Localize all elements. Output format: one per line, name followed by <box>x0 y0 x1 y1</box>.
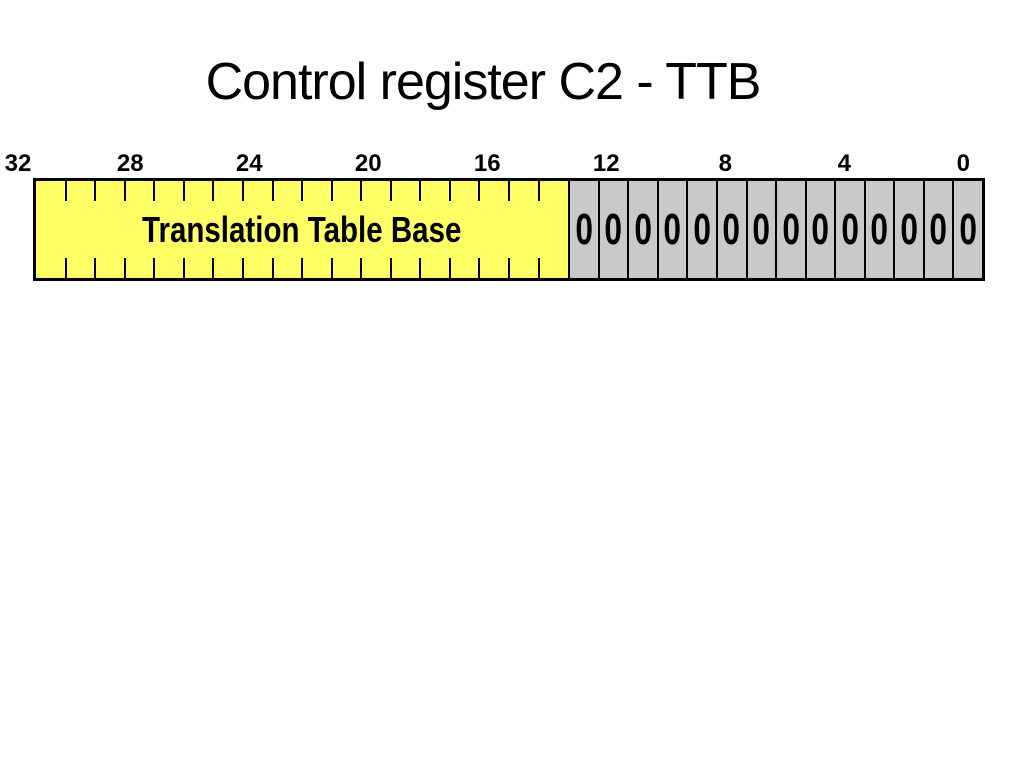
tick-mark <box>153 181 156 201</box>
bit-scale-label: 28 <box>116 150 144 177</box>
tick-mark <box>478 258 481 278</box>
bit-scale-label: 4 <box>837 150 851 177</box>
bit-cell-value: 0 <box>959 204 978 254</box>
tick-mark <box>123 258 126 278</box>
bit-cell-value: 0 <box>900 204 918 254</box>
tick-mark <box>94 258 97 278</box>
bit-scale: 32 28 24 20 16 12 8 4 0 <box>0 0 1024 178</box>
tick-mark <box>64 181 67 201</box>
bit-cell-value: 0 <box>663 204 682 254</box>
bit-cell-value: 0 <box>929 204 948 254</box>
bit-cell-value: 0 <box>604 204 623 254</box>
tick-mark <box>389 181 392 201</box>
bit-cell: 0 <box>597 181 628 278</box>
tick-mark <box>241 258 244 278</box>
bit-cell-value: 0 <box>782 204 800 254</box>
tick-mark <box>212 258 215 278</box>
bit-cell-value: 0 <box>575 204 593 254</box>
bit-cell-value: 0 <box>811 204 830 254</box>
bit-cell-value: 0 <box>870 204 889 254</box>
tick-mark <box>419 181 422 201</box>
bit-cell-value: 0 <box>841 204 859 254</box>
bit-cell: 0 <box>863 181 894 278</box>
tick-mark <box>360 258 363 278</box>
bit-cell: 0 <box>715 181 746 278</box>
tick-mark <box>94 181 97 201</box>
tick-mark <box>419 258 422 278</box>
page-title: Control register C2 - TTB <box>205 53 762 111</box>
bit-cell: 0 <box>627 181 657 278</box>
tick-mark <box>301 181 304 201</box>
bit-cell: 0 <box>686 181 716 278</box>
tick-mark <box>478 181 481 201</box>
tick-mark <box>182 258 185 278</box>
bit-cell-value: 0 <box>722 204 741 254</box>
bit-cell: 0 <box>745 181 776 278</box>
tick-mark <box>153 258 156 278</box>
bit-cell: 0 <box>568 181 598 278</box>
tick-mark <box>271 181 274 201</box>
bit-cell: 0 <box>893 181 923 278</box>
field-label: Translation Table Base <box>142 208 462 250</box>
tick-mark <box>389 258 392 278</box>
bit-cell: 0 <box>922 181 953 278</box>
bit-cell-value: 0 <box>752 204 771 254</box>
tick-mark <box>123 181 126 201</box>
bit-cell: 0 <box>775 181 805 278</box>
bit-cell: 0 <box>834 181 864 278</box>
tick-mark <box>508 258 510 278</box>
bit-cell: 0 <box>804 181 835 278</box>
tick-mark <box>537 258 540 278</box>
bit-scale-label: 20 <box>354 150 382 177</box>
bit-cell-value: 0 <box>634 204 652 254</box>
bit-scale-label: 12 <box>592 150 620 177</box>
bit-cell: 0 <box>656 181 687 278</box>
bit-cell: 0 <box>952 181 982 278</box>
tick-mark <box>271 258 274 278</box>
tick-mark <box>241 181 244 201</box>
field-translation-table-base: Translation Table Base <box>36 181 569 278</box>
tick-mark <box>64 258 67 278</box>
tick-mark <box>537 181 540 201</box>
bit-scale-label: 32 <box>4 150 32 177</box>
tick-mark <box>182 181 185 201</box>
tick-mark <box>448 181 451 201</box>
bit-scale-label: 16 <box>473 150 501 177</box>
bit-cell-value: 0 <box>693 204 711 254</box>
tick-mark <box>448 258 451 278</box>
tick-mark <box>330 181 333 201</box>
bit-scale-label: 24 <box>235 150 263 177</box>
tick-mark <box>301 258 304 278</box>
tick-mark <box>508 181 510 201</box>
tick-mark <box>330 258 333 278</box>
bit-scale-label: 0 <box>956 150 970 177</box>
tick-mark <box>212 181 215 201</box>
bit-scale-label: 8 <box>718 150 732 177</box>
tick-mark <box>360 181 363 201</box>
